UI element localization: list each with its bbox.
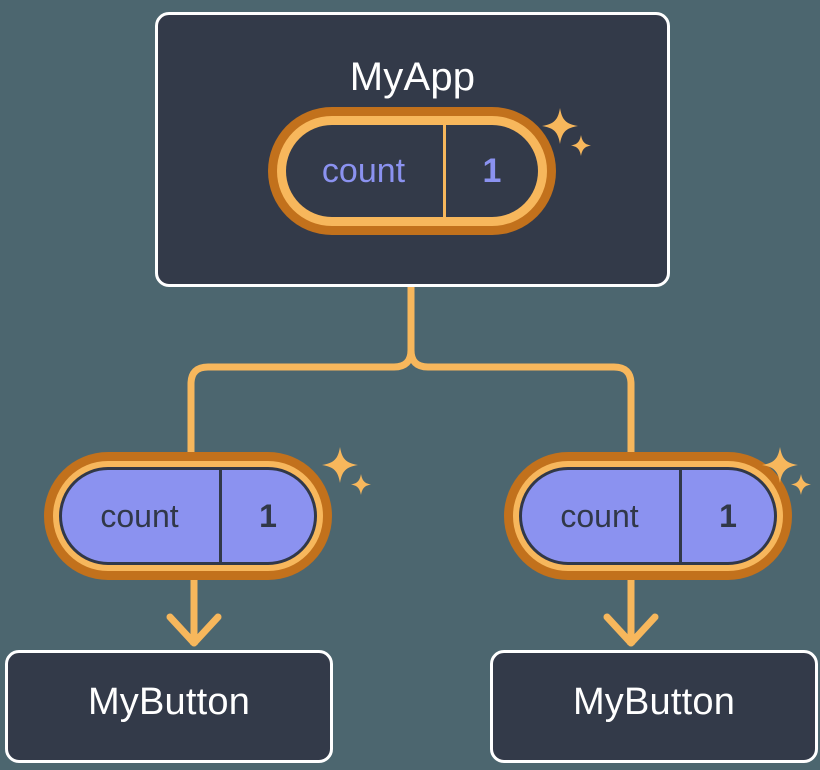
- pill-divider: [219, 470, 222, 562]
- component-node-button-right[interactable]: MyButton: [490, 650, 818, 763]
- state-value-label: 1: [719, 497, 737, 534]
- sparkle-icon-small: [351, 474, 371, 495]
- component-title-button-left: MyButton: [87, 681, 251, 723]
- component-node-button-left[interactable]: MyButton: [5, 650, 333, 763]
- state-pill-button-left[interactable]: count 1: [44, 452, 332, 580]
- component-title-button-right: MyButton: [572, 681, 736, 723]
- state-pill-myapp[interactable]: count 1: [268, 107, 556, 235]
- pill-body: count 1: [519, 467, 777, 565]
- state-key-label: count: [560, 497, 639, 534]
- sparkle-icon-large: [322, 447, 358, 483]
- state-key-label: count: [321, 151, 406, 190]
- state-key-label: count: [100, 497, 179, 534]
- arrow-down-icon-left: [166, 613, 222, 647]
- pill-body: count 1: [286, 125, 538, 217]
- pill-divider: [443, 125, 446, 217]
- sparkle-icon-small: [791, 474, 811, 495]
- pill-body: count 1: [59, 467, 317, 565]
- arrow-down-icon-right: [603, 613, 659, 647]
- state-value-label: 1: [482, 151, 502, 190]
- state-pill-button-right[interactable]: count 1: [504, 452, 792, 580]
- component-title-myapp: MyApp: [349, 55, 476, 99]
- state-value-label: 1: [259, 497, 277, 534]
- pill-divider: [679, 470, 682, 562]
- connector-myapp-to-right: [407, 283, 635, 456]
- connector-myapp-to-left: [187, 283, 415, 456]
